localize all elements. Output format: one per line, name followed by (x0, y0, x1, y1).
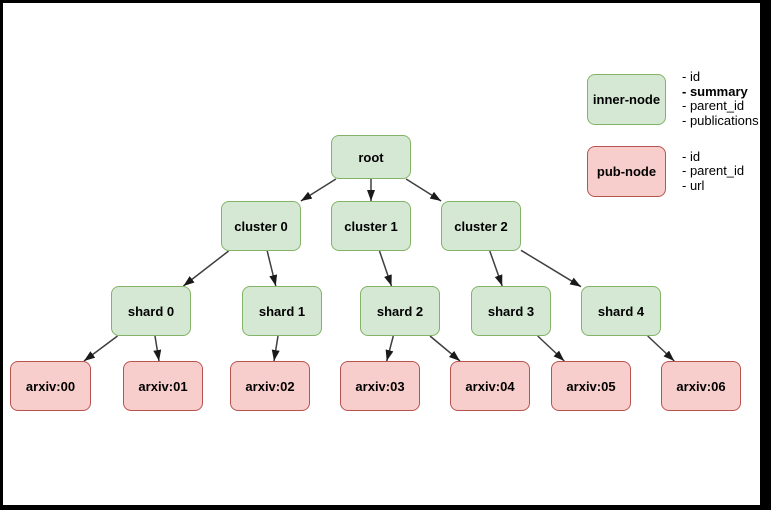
node-shard4: shard 4 (581, 286, 661, 336)
edge-shard3-arxiv05 (537, 335, 565, 362)
legend-inner-node-attrs: - id- summary- parent_id- publications (682, 69, 759, 128)
legend-row-inner-node: inner-node - id- summary- parent_id- pub… (587, 69, 759, 128)
edge-root-cluster0 (300, 178, 337, 202)
node-cluster2: cluster 2 (441, 201, 521, 251)
node-arxiv02: arxiv:02 (230, 361, 310, 411)
node-cluster1: cluster 1 (331, 201, 411, 251)
edge-cluster2-shard3 (489, 250, 503, 287)
node-shard1: shard 1 (242, 286, 322, 336)
node-arxiv00: arxiv:00 (10, 361, 91, 411)
legend-row-pub-node: pub-node - id- parent_id- url (587, 146, 744, 197)
node-shard2: shard 2 (360, 286, 440, 336)
node-arxiv01: arxiv:01 (123, 361, 203, 411)
node-arxiv05: arxiv:05 (551, 361, 631, 411)
edge-cluster0-shard0 (182, 250, 230, 287)
frame-border-bottom (0, 505, 771, 510)
edge-shard0-arxiv00 (83, 335, 118, 362)
edge-shard0-arxiv01 (153, 335, 162, 362)
node-shard0: shard 0 (111, 286, 191, 336)
legend-attr: - id (682, 148, 701, 164)
legend-pub-node-box: pub-node (587, 146, 666, 197)
node-shard3: shard 3 (471, 286, 551, 336)
edge-shard4-arxiv06 (647, 335, 675, 362)
frame-border-top (0, 0, 771, 3)
edge-shard2-arxiv03 (385, 335, 395, 362)
frame-border-right (760, 0, 771, 510)
node-arxiv03: arxiv:03 (340, 361, 420, 411)
frame-border-left (0, 0, 3, 510)
node-arxiv04: arxiv:04 (450, 361, 530, 411)
edge-cluster0-shard1 (266, 250, 278, 287)
edge-cluster2-shard4 (520, 249, 582, 288)
legend-attr: - parent_id (682, 163, 745, 179)
legend-inner-node-box: inner-node (587, 73, 666, 125)
node-root: root (331, 135, 411, 179)
edge-cluster1-shard2 (378, 250, 393, 287)
node-arxiv06: arxiv:06 (661, 361, 741, 411)
legend-attr: - id (682, 69, 701, 84)
legend-pub-node-attrs: - id- parent_id- url (682, 148, 745, 194)
legend-attr: - publications (682, 112, 759, 128)
edge-shard2-arxiv04 (429, 335, 461, 362)
edge-group (83, 178, 675, 362)
edge-root-cluster2 (405, 178, 442, 202)
legend-attr: - parent_id (682, 98, 745, 113)
node-cluster0: cluster 0 (221, 201, 301, 251)
edge-shard1-arxiv02 (271, 335, 280, 362)
legend-attr: - summary (682, 83, 748, 99)
legend-attr: - url (682, 177, 705, 193)
